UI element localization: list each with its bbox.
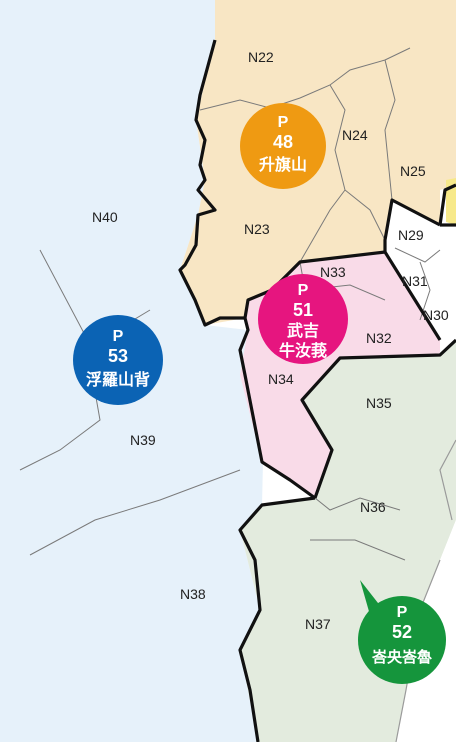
badge-p52-name: 峇央峇魯 [371,648,432,666]
badge-p53-name: 浮羅山背 [86,370,150,389]
badge-p53-circle [73,315,163,405]
badge-p52[interactable]: P 52 峇央峇魯 [358,580,446,684]
zone-label-n40: N40 [92,209,118,225]
zone-label-n36: N36 [360,499,386,515]
badge-p52-circle [358,596,446,684]
badge-p51[interactable]: P 51 武吉 牛汝莪 [258,274,348,364]
region-white-fill[interactable] [385,200,456,340]
zone-label-n38: N38 [180,586,206,602]
badge-p51-name-line2: 牛汝莪 [279,341,327,360]
zone-label-n33: N33 [320,264,346,280]
internal-boundaries [19,47,441,561]
badge-p48-number: 48 [273,132,293,152]
zone-label-n30: N30 [423,307,449,323]
badge-p51-name-line1: 武吉 [287,321,319,340]
zone-label-n24: N24 [342,127,368,143]
zone-label-n23: N23 [244,221,270,237]
badge-p53-number: 53 [108,346,128,366]
zone-labels: N22 N24 N25 N40 N23 N29 N33 N31 N30 N32 … [92,49,449,632]
zone-label-n29: N29 [398,227,424,243]
badge-p51-number: 51 [293,300,313,320]
badge-p53[interactable]: P 53 浮羅山背 [73,315,163,405]
badge-p48-name: 升旗山 [259,155,307,174]
zone-label-n39: N39 [130,432,156,448]
badge-p52-prefix: P [397,604,408,621]
badge-p52-number: 52 [392,622,412,642]
zone-label-n37: N37 [305,616,331,632]
badge-p48-circle [240,103,326,189]
zone-label-n31: N31 [402,273,428,289]
zone-label-n32: N32 [366,330,392,346]
badge-p53-prefix: P [113,328,124,345]
zone-label-n22: N22 [248,49,274,65]
badge-p51-circle [258,274,348,364]
badge-p51-prefix: P [298,282,309,299]
zone-label-n34: N34 [268,371,294,387]
badge-p48-prefix: P [278,114,289,131]
zone-label-n35: N35 [366,395,392,411]
zone-label-n25: N25 [400,163,426,179]
badge-p48[interactable]: P 48 升旗山 [240,103,326,189]
